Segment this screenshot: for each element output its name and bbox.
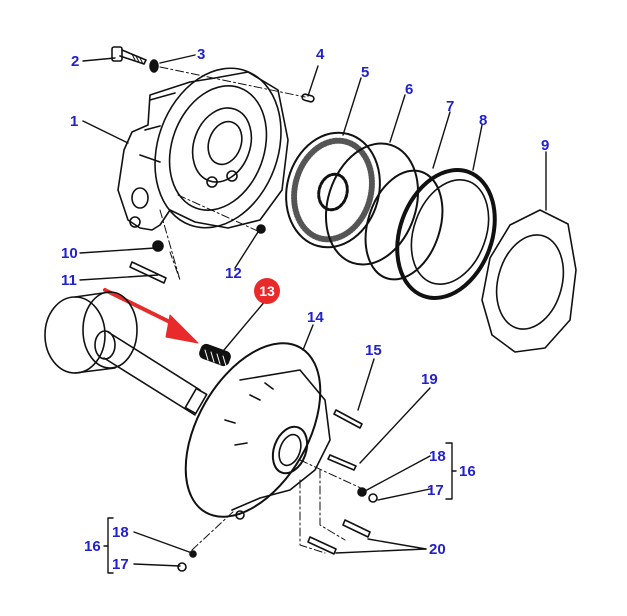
part-3-washer — [149, 59, 159, 73]
part-17-nut-lower — [177, 562, 187, 572]
part-17-nut — [368, 493, 378, 503]
part-5-friction-disc — [285, 131, 381, 249]
part-18-washer — [357, 487, 367, 497]
part-20-stud-a — [342, 519, 371, 538]
callout-8[interactable]: 8 — [479, 112, 488, 129]
part-10-plug — [152, 240, 164, 252]
leader-lines — [79, 54, 547, 574]
part-12-plug — [256, 224, 266, 234]
callout-2[interactable]: 2 — [71, 53, 80, 70]
callout-11[interactable]: 11 — [61, 272, 77, 289]
callout-9[interactable]: 9 — [541, 137, 550, 154]
callout-20[interactable]: 20 — [429, 541, 446, 558]
callout-19[interactable]: 19 — [421, 371, 438, 388]
assembly-centerlines — [159, 66, 366, 554]
part-13-spring — [199, 343, 231, 367]
part-9-plate — [481, 209, 577, 353]
callout-3[interactable]: 3 — [197, 46, 206, 63]
callout-14[interactable]: 14 — [307, 309, 324, 326]
part-6-seal-ring — [324, 142, 420, 266]
callout-15[interactable]: 15 — [365, 342, 382, 359]
callout-17-left[interactable]: 17 — [112, 556, 129, 573]
callout-17-right[interactable]: 17 — [427, 482, 444, 499]
callout-13-highlighted[interactable]: 13 — [254, 278, 280, 304]
part-4-pin — [301, 93, 315, 103]
drum-shaft-assembly — [44, 291, 208, 416]
callout-18-right[interactable]: 18 — [429, 448, 446, 465]
callout-12[interactable]: 12 — [225, 265, 242, 282]
callout-5[interactable]: 5 — [361, 64, 370, 81]
callout-10[interactable]: 10 — [61, 245, 78, 262]
part-20-stud-b — [307, 536, 337, 555]
callout-6[interactable]: 6 — [405, 81, 414, 98]
callout-4[interactable]: 4 — [316, 46, 325, 63]
callout-1[interactable]: 1 — [70, 113, 79, 130]
callout-7[interactable]: 7 — [446, 98, 455, 115]
part-15-bolt — [333, 409, 363, 429]
part-7-ring — [364, 169, 444, 281]
part-8-piston — [395, 168, 497, 300]
callout-16-right[interactable]: 16 — [459, 463, 476, 480]
callout-18-left[interactable]: 18 — [112, 524, 129, 541]
part-19-stud — [327, 454, 357, 471]
part-14-pump-body — [184, 342, 331, 520]
part-18-washer-lower — [189, 550, 197, 558]
part-11-dowel — [129, 261, 167, 284]
part-2-bolt — [111, 46, 147, 65]
callout-16-left[interactable]: 16 — [84, 538, 101, 555]
part-1-housing — [117, 67, 289, 231]
highlight-arrow — [103, 288, 199, 344]
